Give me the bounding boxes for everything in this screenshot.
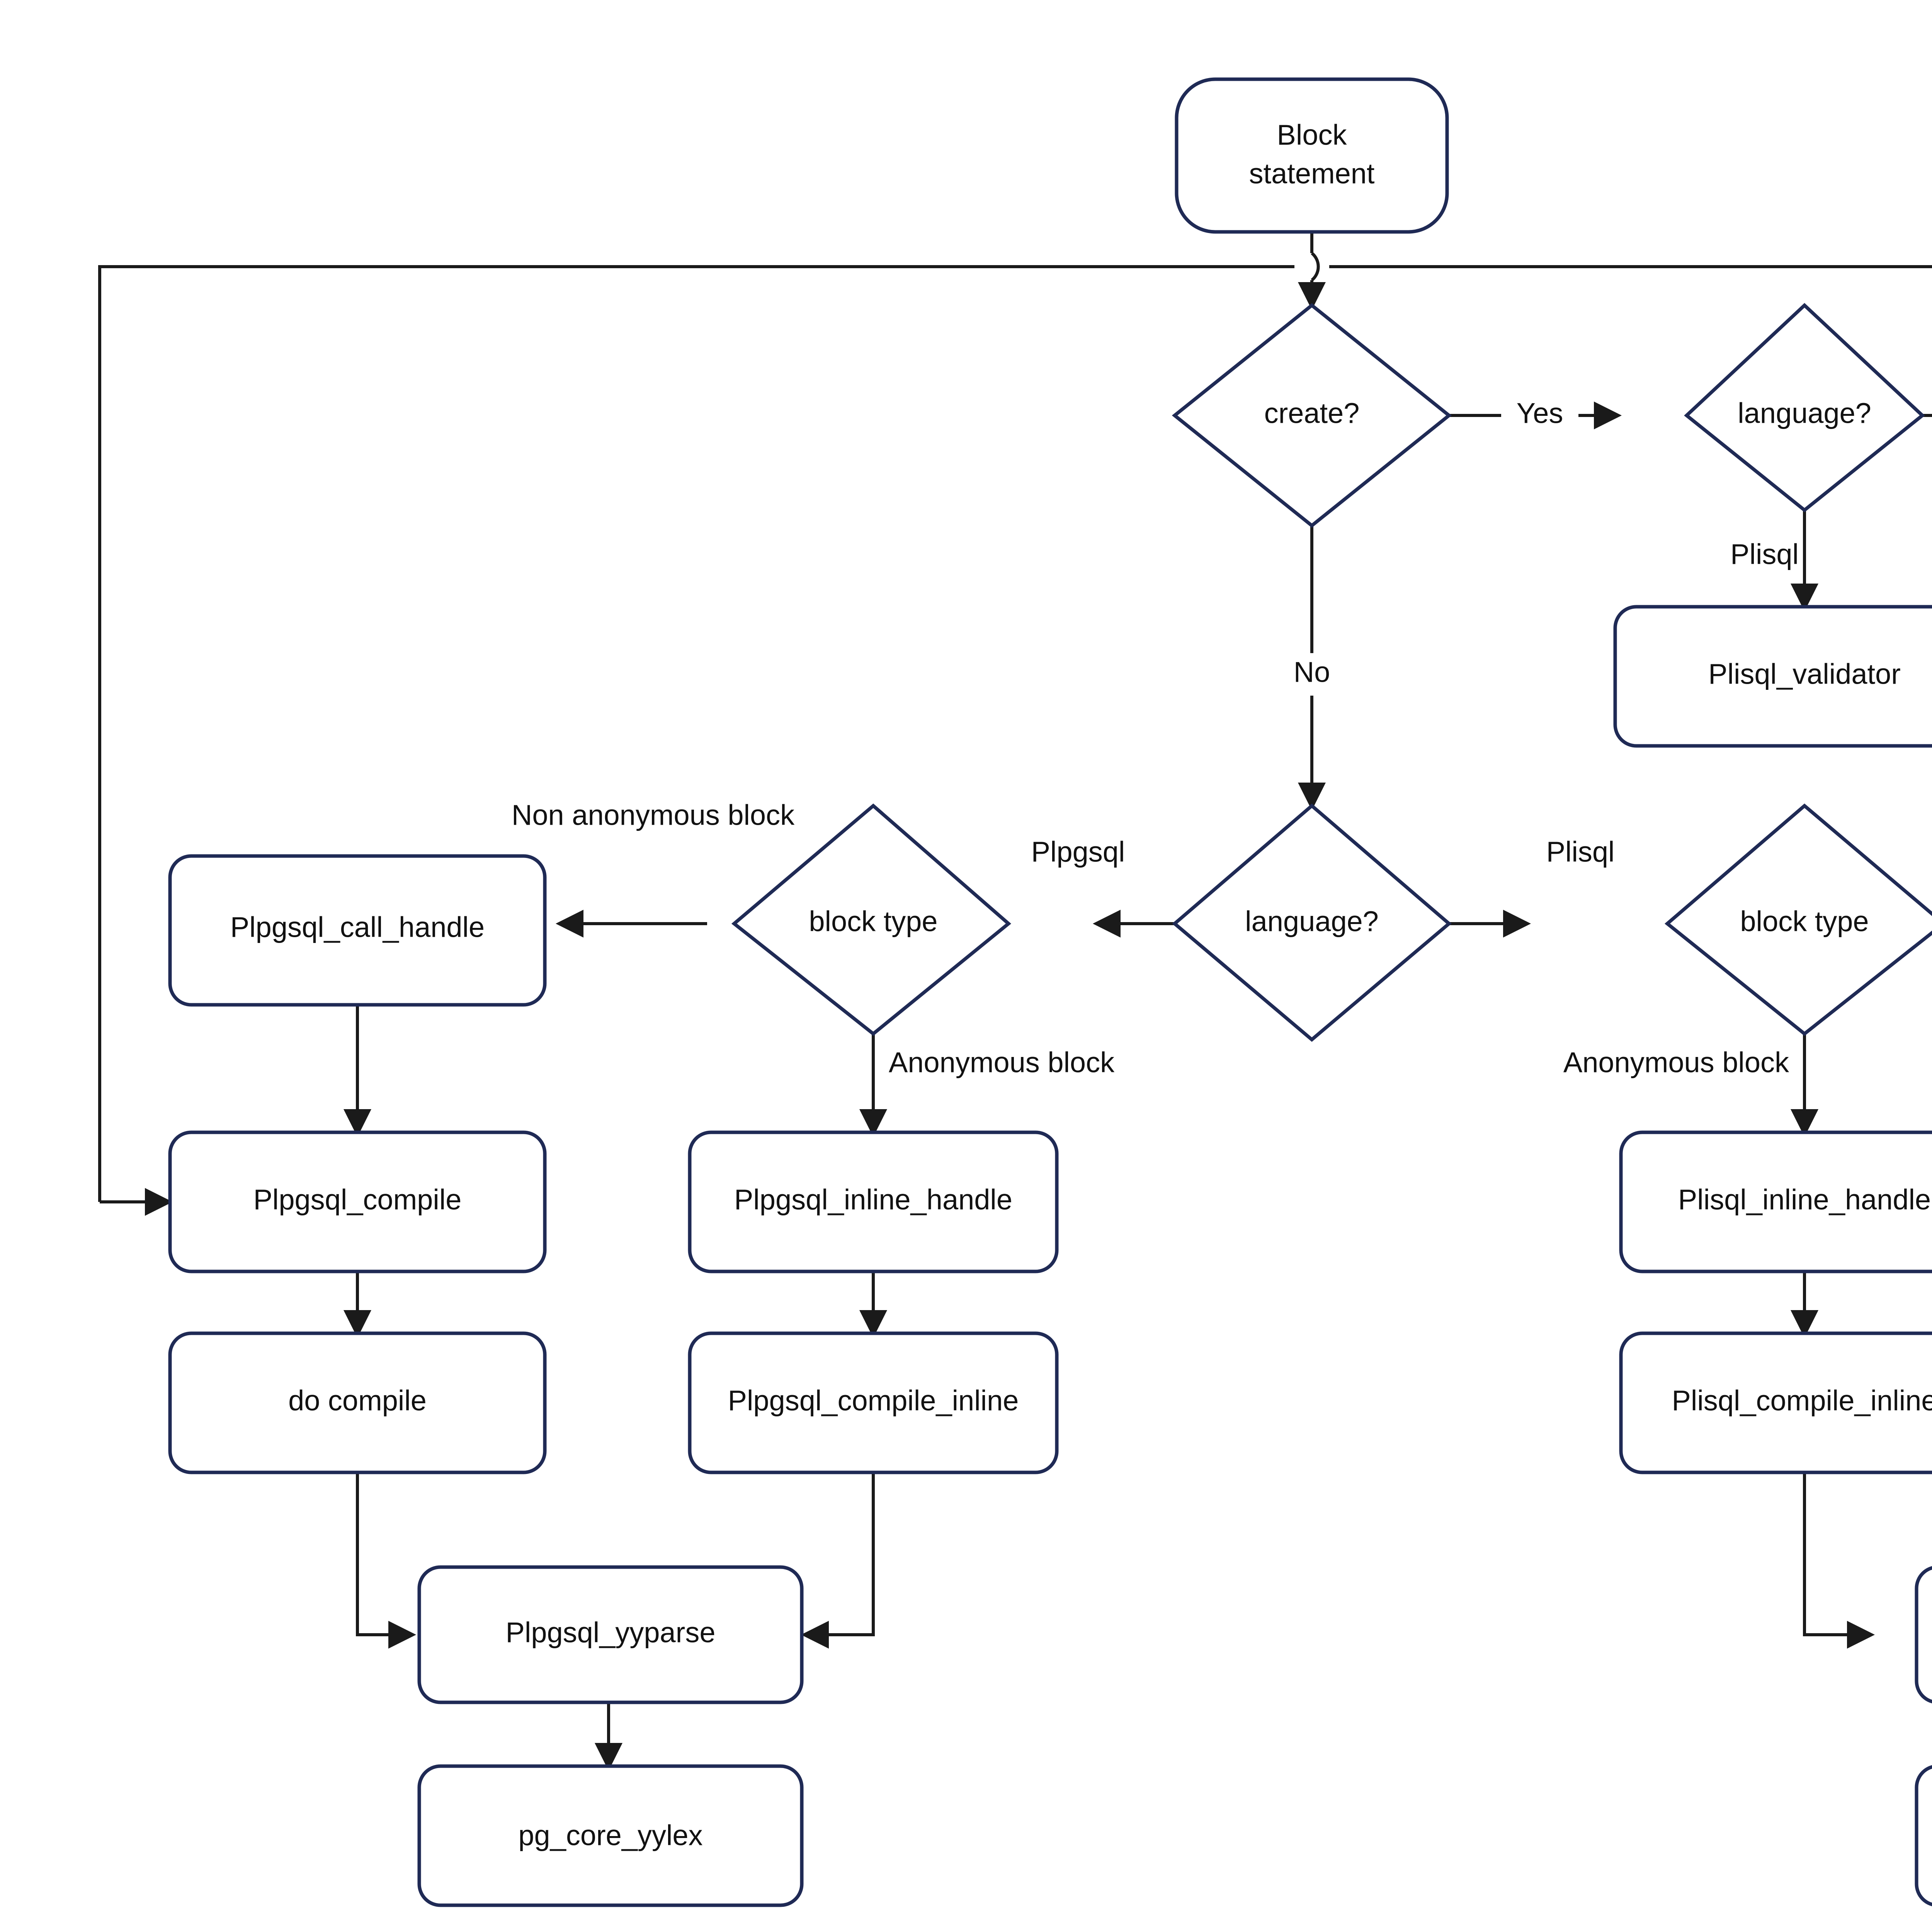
edge-docompile-left-to-yyparse <box>356 1472 416 1649</box>
node-language-decision-mid[interactable]: language? <box>1172 803 1452 1042</box>
edge-blocktype-left-nonanon: Non anonymous block <box>512 799 795 938</box>
node-plisql-validator[interactable]: Plisql_validator <box>1613 605 1932 748</box>
node-plpgsql-compile[interactable]: Plpgsql_compile <box>168 1130 547 1273</box>
edge-label-non-anon-left: Non anonymous block <box>512 799 795 831</box>
edge-plisql-compileinline-to-yyparse <box>1803 1472 1875 1649</box>
node-plpgsql-yyparse[interactable]: Plpgsql_yyparse <box>417 1565 804 1704</box>
edge-label-anon-right: Anonymous block <box>1563 1047 1789 1079</box>
node-ora-core-yylex[interactable]: ora_core_yylex <box>1915 1765 1932 1906</box>
edge-create-no-language: No <box>1294 526 1330 810</box>
node-block-statement-line1: Block <box>1277 119 1347 151</box>
edge-block-to-create <box>1298 232 1326 310</box>
node-blocktype-left[interactable]: block type <box>731 803 1011 1036</box>
node-create-label: create? <box>1264 397 1360 429</box>
node-language-top-label: language? <box>1738 397 1871 429</box>
node-pg-core-yylex[interactable]: pg_core_yylex <box>417 1764 804 1907</box>
node-plisql-validator-label: Plisql_validator <box>1708 658 1901 690</box>
node-plpgsql-compile-inline[interactable]: Plpgsql_compile_inline <box>688 1331 1059 1474</box>
node-plpgsql-inline-handle[interactable]: Plpgsql_inline_handle <box>688 1130 1059 1273</box>
node-block-statement-line2: statement <box>1249 158 1375 190</box>
edge-plpgsql-compileinline-to-yyparse <box>801 1472 875 1649</box>
node-create-decision[interactable]: create? <box>1172 303 1452 528</box>
edge-label-no: No <box>1294 656 1330 688</box>
node-blocktype-left-label: block type <box>809 905 937 938</box>
node-plpgsql-compile-label: Plpgsql_compile <box>253 1184 462 1216</box>
edge-label-anon-left: Anonymous block <box>889 1047 1115 1079</box>
edge-create-yes-language: Yes <box>1449 397 1622 429</box>
edge-plpgsql-validator-to-plpgsql-compile <box>98 265 1932 1216</box>
node-plisql-compile-inline-label: Plisql_compile_inline <box>1672 1385 1932 1417</box>
node-block-statement[interactable]: Block statement <box>1175 77 1449 234</box>
node-plpgsql-compile-inline-label: Plpgsql_compile_inline <box>728 1385 1019 1417</box>
edge-language-mid-plpgsql: Plpgsql <box>1031 836 1175 938</box>
node-plisql-compile-inline[interactable]: Plisql_compile_inline <box>1619 1331 1932 1474</box>
node-plpgsql-call-handle[interactable]: Plpgsql_call_handle <box>168 854 547 1007</box>
node-do-compile-left-label: do compile <box>288 1385 427 1417</box>
edge-label-plpgsql-mid: Plpgsql <box>1031 836 1125 868</box>
node-plpgsql-inline-handle-label: Plpgsql_inline_handle <box>734 1184 1012 1216</box>
node-plisql-yyparse[interactable]: Plisql_yyparse <box>1915 1566 1932 1704</box>
edge-language-mid-plisql: Plisql <box>1449 836 1615 938</box>
node-do-compile-left[interactable]: do compile <box>168 1331 547 1474</box>
node-plisql-inline-handle-label: Plisql_inline_handle <box>1678 1184 1931 1216</box>
node-language-mid-label: language? <box>1245 905 1379 938</box>
edge-blocktype-left-anon: Anonymous block <box>859 1034 1115 1137</box>
node-blocktype-right[interactable]: block type <box>1664 803 1932 1036</box>
node-plpgsql-call-handle-label: Plpgsql_call_handle <box>230 911 485 943</box>
edge-label-yes: Yes <box>1517 397 1563 429</box>
edge-blocktype-right-anon: Anonymous block <box>1563 1034 1818 1137</box>
edge-label-plisql-mid: Plisql <box>1546 836 1615 868</box>
node-language-decision-top[interactable]: language? <box>1684 303 1925 512</box>
edge-language-plisql-validator: Plisql <box>1730 510 1818 611</box>
node-pg-core-yylex-label: pg_core_yylex <box>518 1819 702 1852</box>
node-blocktype-right-label: block type <box>1740 905 1869 938</box>
edge-language-plpgsql-validator: Plpgsql <box>1922 414 1932 417</box>
node-plisql-inline-handle[interactable]: Plisql_inline_handle <box>1619 1130 1932 1273</box>
node-plpgsql-yyparse-label: Plpgsql_yyparse <box>506 1617 716 1649</box>
edge-label-plisql-top: Plisql <box>1730 538 1799 570</box>
